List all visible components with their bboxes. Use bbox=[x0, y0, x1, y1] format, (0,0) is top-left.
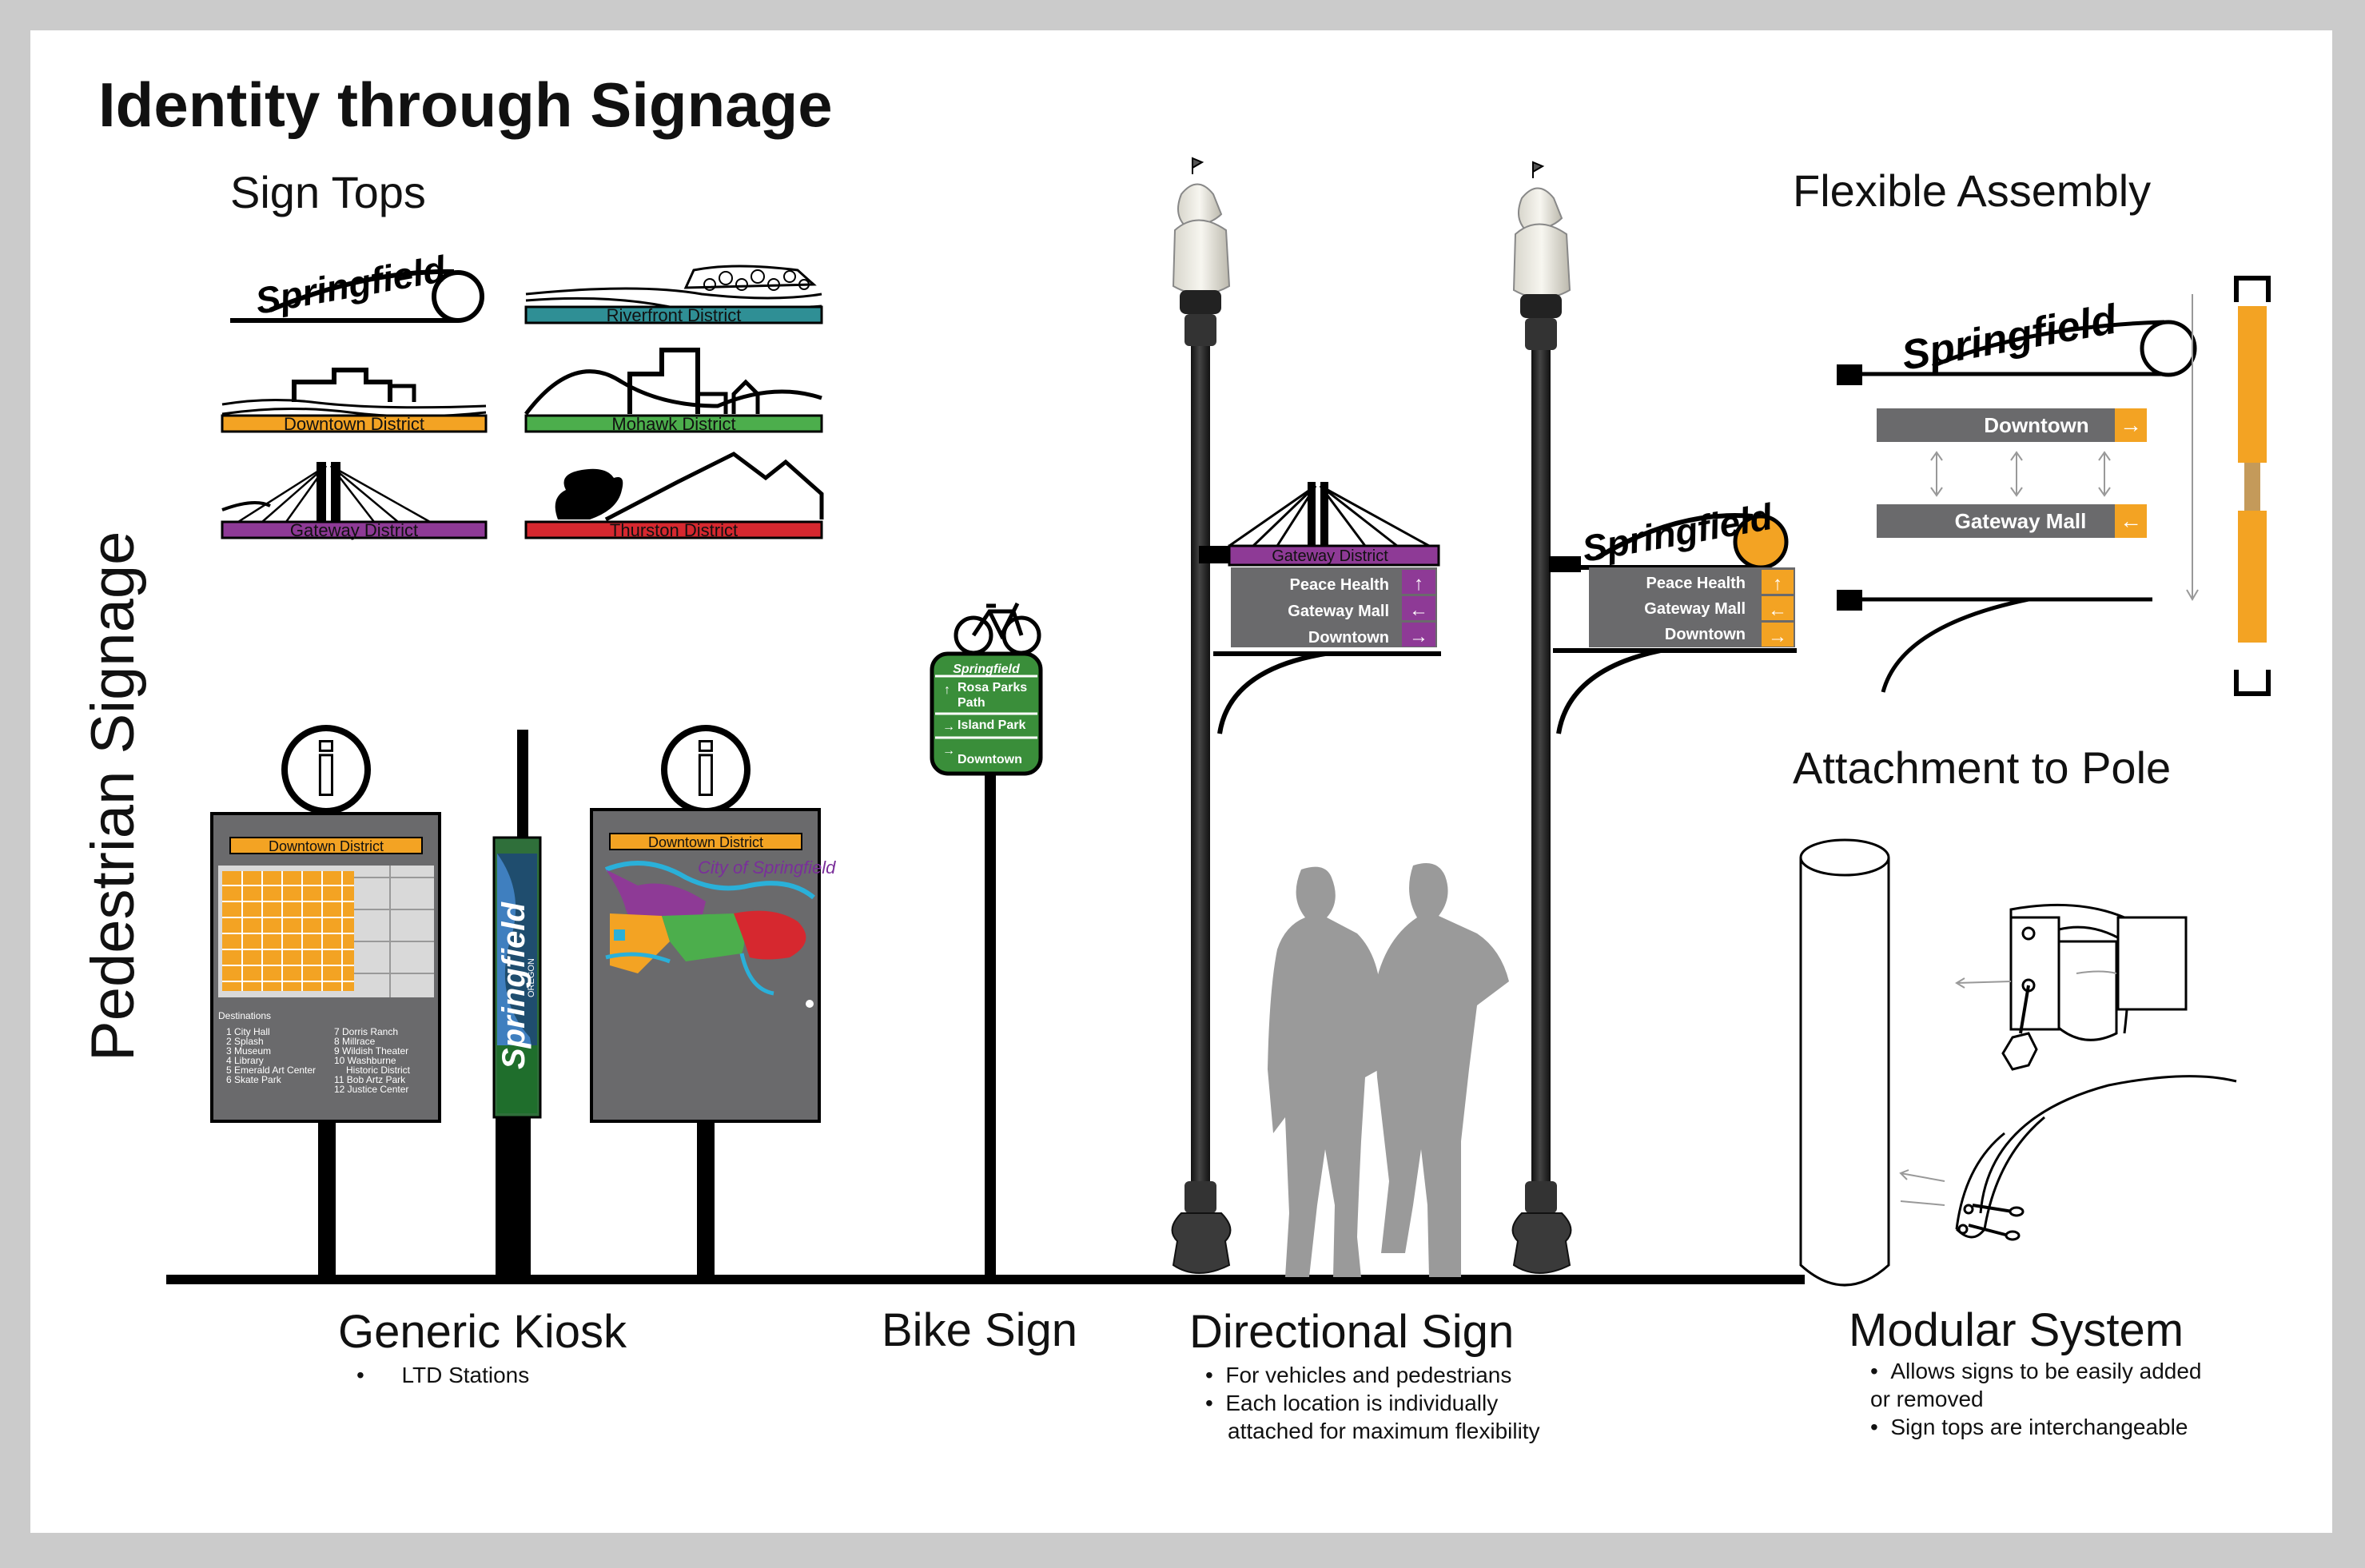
kiosk-caption: Generic Kiosk bbox=[338, 1306, 627, 1358]
map-title: City of Springfield bbox=[698, 858, 836, 878]
svg-text:→: → bbox=[942, 720, 955, 734]
svg-text:Downtown: Downtown bbox=[958, 753, 1022, 766]
svg-text:↑: ↑ bbox=[1773, 573, 1782, 595]
sign-tops-heading: Sign Tops bbox=[230, 167, 426, 217]
svg-text:11 Bob Artz Park: 11 Bob Artz Park bbox=[334, 1074, 406, 1085]
svg-text:i: i bbox=[317, 730, 336, 809]
svg-text:Springfield: Springfield bbox=[953, 663, 1021, 676]
svg-text:Gateway Mall: Gateway Mall bbox=[1955, 509, 2087, 533]
svg-text:Peace Health: Peace Health bbox=[1289, 576, 1389, 594]
svg-text:Destinations: Destinations bbox=[218, 1010, 271, 1021]
bicycle-icon bbox=[954, 602, 1041, 655]
svg-text:Gateway Mall: Gateway Mall bbox=[1288, 603, 1389, 620]
svg-text:3 Museum: 3 Museum bbox=[226, 1045, 271, 1057]
svg-text:9 Wildish Theater: 9 Wildish Theater bbox=[334, 1045, 408, 1057]
springfield-banner: Springfield OREGON bbox=[492, 730, 542, 1277]
svg-text:Gateway Mall: Gateway Mall bbox=[1644, 600, 1746, 618]
lamp-post-left bbox=[1171, 157, 1232, 1274]
board: Identity through Signage Pedestrian Sign… bbox=[30, 30, 2332, 1533]
svg-text:Downtown: Downtown bbox=[1308, 629, 1389, 647]
directional-top-label: Gateway District bbox=[1272, 547, 1388, 565]
svg-text:7 Dorris Ranch: 7 Dorris Ranch bbox=[334, 1026, 398, 1037]
sign-top-label: Riverfront District bbox=[607, 305, 742, 325]
svg-text:←: ← bbox=[1768, 599, 1787, 621]
sign-top-downtown: Downtown District bbox=[221, 368, 488, 434]
directional-bullet-3: attached for maximum flexibility bbox=[1228, 1419, 1540, 1443]
sign-top-label: Downtown District bbox=[284, 414, 424, 434]
signage-drawing: Springfield Riverfront District Downtown… bbox=[166, 157, 2271, 1287]
pole-attachment bbox=[1799, 838, 2237, 1287]
svg-text:8 Millrace: 8 Millrace bbox=[334, 1036, 376, 1047]
page-title: Identity through Signage bbox=[98, 70, 833, 140]
modular-bullet-2: or removed bbox=[1870, 1387, 1984, 1411]
svg-text:Path: Path bbox=[958, 696, 985, 710]
svg-text:1 City Hall: 1 City Hall bbox=[226, 1026, 270, 1037]
svg-text:↑: ↑ bbox=[1414, 573, 1423, 595]
modular-bullet-1: • Allows signs to be easily added bbox=[1870, 1359, 2202, 1383]
kiosk-bullet: • LTD Stations bbox=[356, 1363, 530, 1387]
flexible-assembly-heading: Flexible Assembly bbox=[1793, 165, 2152, 216]
directional-caption: Directional Sign bbox=[1189, 1306, 1515, 1358]
svg-text:Rosa Parks: Rosa Parks bbox=[958, 681, 1027, 694]
directional-bullet-2: • Each location is individually bbox=[1205, 1391, 1499, 1415]
info-icon bbox=[281, 725, 371, 814]
svg-text:→: → bbox=[1409, 626, 1428, 647]
svg-text:↑: ↑ bbox=[944, 683, 950, 697]
svg-text:←: ← bbox=[2120, 508, 2142, 533]
sign-top-springfield: Springfield bbox=[230, 248, 484, 323]
kiosk-header: Downtown District bbox=[269, 838, 384, 854]
assembly-brand: Springfield bbox=[1898, 296, 2121, 379]
sign-top-label: Gateway District bbox=[290, 520, 418, 540]
svg-text:Downtown: Downtown bbox=[1665, 626, 1746, 643]
svg-text:Peace Health: Peace Health bbox=[1646, 575, 1746, 592]
sign-top-thurston: Thurston District bbox=[524, 452, 824, 540]
modular-caption: Modular System bbox=[1849, 1304, 2184, 1356]
people-silhouettes bbox=[1268, 862, 1509, 1277]
svg-text:→: → bbox=[2120, 412, 2142, 437]
svg-text:←: ← bbox=[1409, 599, 1428, 621]
svg-text:→: → bbox=[942, 744, 955, 758]
kiosk-city-map: i Downtown District City of Springfield bbox=[590, 725, 836, 1277]
svg-text:4 Library: 4 Library bbox=[226, 1055, 264, 1066]
bike-sign: Springfield ↑ Rosa Parks Path → Island P… bbox=[930, 602, 1043, 1277]
kiosk-header: Downtown District bbox=[648, 834, 763, 850]
directional-bullet-1: • For vehicles and pedestrians bbox=[1205, 1363, 1512, 1387]
sign-top-brand: Springfield bbox=[253, 248, 449, 322]
sign-top-label: Mohawk District bbox=[611, 414, 735, 434]
bike-caption: Bike Sign bbox=[882, 1304, 1078, 1356]
attachment-heading: Attachment to Pole bbox=[1793, 742, 2172, 793]
svg-text:5 Emerald Art Center: 5 Emerald Art Center bbox=[226, 1065, 316, 1076]
sign-top-riverfront: Riverfront District bbox=[524, 265, 823, 325]
svg-text:2 Splash: 2 Splash bbox=[226, 1036, 264, 1047]
directional-sign-right: Springfield ↑ ← → Peace Health Gateway M… bbox=[1549, 495, 1797, 734]
lamp-post-right bbox=[1511, 161, 1572, 1274]
sign-top-gateway: Gateway District bbox=[221, 462, 488, 540]
ground-line bbox=[166, 1275, 1805, 1284]
svg-text:12 Justice Center: 12 Justice Center bbox=[334, 1084, 408, 1095]
svg-text:6 Skate Park: 6 Skate Park bbox=[226, 1074, 282, 1085]
svg-text:Historic District: Historic District bbox=[346, 1065, 411, 1076]
kiosk-downtown-map: i Downtown District Destinations bbox=[210, 725, 441, 1277]
svg-text:Island Park: Island Park bbox=[958, 718, 1025, 732]
svg-text:OREGON: OREGON bbox=[527, 958, 536, 997]
sign-top-mohawk: Mohawk District bbox=[524, 348, 823, 434]
flexible-assembly: Springfield → Downtown ← Gateway Mall bbox=[1837, 276, 2271, 696]
directional-sign-left: Gateway District ↑ ← → Peace Health Gate… bbox=[1199, 482, 1441, 734]
svg-text:→: → bbox=[1768, 626, 1787, 647]
svg-text:i: i bbox=[696, 730, 715, 809]
svg-text:Downtown: Downtown bbox=[1984, 413, 2088, 437]
banner-brand: Springfield bbox=[496, 901, 532, 1069]
svg-text:10 Washburne: 10 Washburne bbox=[334, 1055, 396, 1066]
sign-top-label: Thurston District bbox=[610, 520, 738, 540]
modular-bullet-3: • Sign tops are interchangeable bbox=[1870, 1415, 2188, 1439]
